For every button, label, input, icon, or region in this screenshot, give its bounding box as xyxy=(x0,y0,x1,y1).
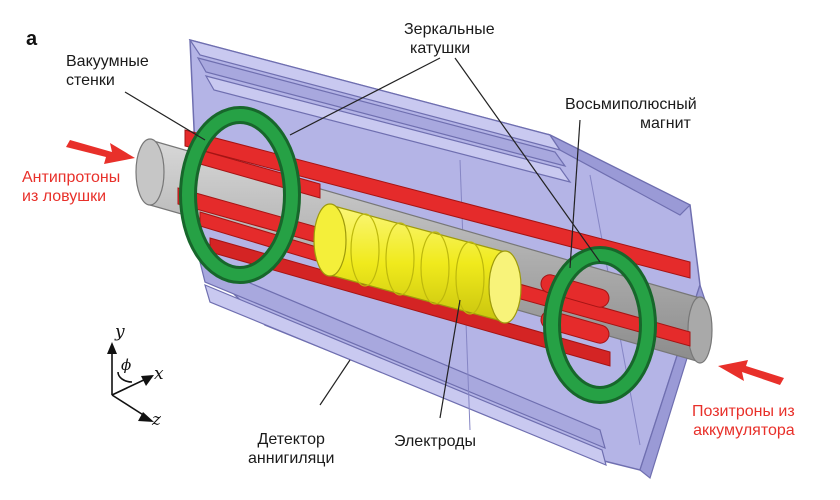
positron-arrow xyxy=(718,360,784,385)
vacuum-wall-panels xyxy=(188,39,706,480)
label-line: аннигиляци xyxy=(248,450,335,467)
axis-phi-label: ϕ xyxy=(121,356,132,374)
label-line: аккумулятора xyxy=(693,422,795,439)
electrodes xyxy=(313,203,522,324)
label-line: стенки xyxy=(66,72,115,89)
label-electrodes: Электроды xyxy=(394,433,476,450)
panel-letter: a xyxy=(26,28,38,50)
label-line: Антипротоны xyxy=(22,169,121,186)
label-annihilation-detector: Детектор аннигиляци xyxy=(248,430,334,468)
leader-lines xyxy=(124,57,601,419)
coordinate-axes xyxy=(107,342,154,422)
antiproton-arrow xyxy=(66,140,135,164)
label-line: Вакуумные xyxy=(66,53,149,70)
label-line: Детектор xyxy=(257,431,325,448)
label-line: Восьмиполюсный xyxy=(565,96,697,113)
label-line: Зеркальные xyxy=(404,21,495,38)
label-octupole-magnet: Восьмиполюсный магнит xyxy=(565,95,697,133)
label-positrons: Позитроны из аккумулятора xyxy=(692,402,795,440)
label-mirror-coils: Зеркальные катушки xyxy=(404,20,495,58)
label-antiprotons: Антипротоны из ловушки xyxy=(22,168,120,206)
axis-z-label: z xyxy=(152,410,161,430)
label-line: магнит xyxy=(640,115,691,132)
label-line: Позитроны из xyxy=(692,403,795,420)
label-line: катушки xyxy=(410,40,471,57)
axis-y-label: y xyxy=(115,322,125,342)
mirror-coils xyxy=(179,106,657,404)
axis-x-label: x xyxy=(154,364,164,384)
label-line: из ловушки xyxy=(22,188,107,205)
arrows xyxy=(66,140,784,385)
label-vacuum-walls: Вакуумные стенки xyxy=(66,52,149,90)
